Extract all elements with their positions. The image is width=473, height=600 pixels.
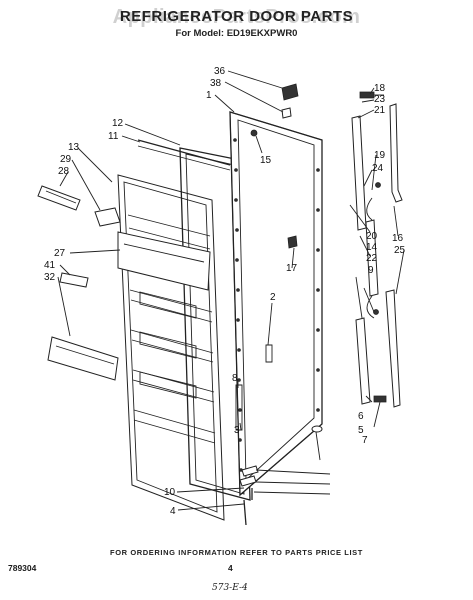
callout: 10 [164,487,176,498]
callout: 36 [214,66,226,77]
handwritten-code: 573-E-4 [212,583,248,593]
mid-rail [365,219,379,297]
bottom-bin [47,336,119,381]
callout: 13 [68,142,80,153]
outer-door-panel [229,111,323,497]
callout: 21 [374,105,386,116]
small-cover [59,272,89,288]
callout: 5 [358,425,364,436]
callout: 4 [170,506,176,517]
handle-16 [389,103,403,203]
callout: 9 [368,265,374,276]
bin-clip [94,207,121,227]
diagram-code: 789304 [8,563,37,573]
callout: 27 [54,248,66,259]
callout: 6 [358,411,364,422]
leader-lines [57,70,405,511]
door-handle-trim [37,185,81,211]
callout: 14 [366,242,378,253]
callout: 3 [234,425,240,436]
door-trim-lower [355,317,371,405]
callout: 18 [374,83,386,94]
watermark: AppliancePartsPros.com [112,6,361,28]
diagram-title: REFRIGERATOR DOOR PARTS [119,8,354,25]
door-trim-upper [351,115,367,231]
door-liner [117,174,225,521]
handle-25 [385,289,401,408]
callout: 8 [232,373,238,384]
model-number: For Model: ED19EKXPWR0 [175,28,298,39]
callout: 19 [374,150,386,161]
callout: 22 [366,253,378,264]
label-plate [281,83,299,101]
callout: 1 [206,90,212,101]
callout: 17 [286,263,298,274]
callout: 38 [210,78,222,89]
stop-17 [287,235,298,249]
screw-15 [250,129,258,137]
callout: 7 [362,435,368,446]
callout-labels: 36 38 1 12 11 13 29 28 15 27 41 32 2 8 3… [44,66,406,517]
callout: 28 [58,166,70,177]
callout: 25 [394,245,406,256]
callout: 23 [374,94,386,105]
callout: 16 [392,233,404,244]
ordering-note: FOR ORDERING INFORMATION REFER TO PARTS … [110,548,363,557]
callout: 2 [270,292,276,303]
callout: 41 [44,260,56,271]
door-shelf-bin [117,231,211,291]
callout: 11 [108,131,119,142]
callout: 12 [112,118,124,129]
page-number: 4 [228,563,233,573]
callout: 29 [60,154,72,165]
callout: 15 [260,155,272,166]
callout: 24 [372,163,384,174]
top-trim [137,139,231,166]
callout: 32 [44,272,56,283]
callout: 20 [366,231,378,242]
